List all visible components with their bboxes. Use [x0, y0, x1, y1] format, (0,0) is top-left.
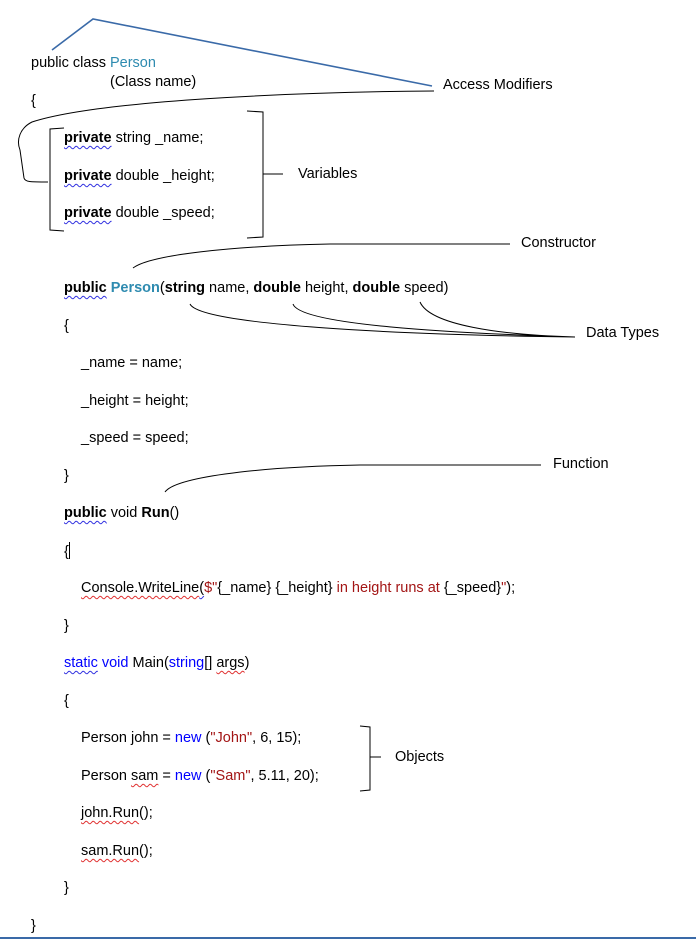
- param: name,: [205, 280, 254, 296]
- object-sam: Person sam = new ("Sam", 5.11, 20);: [81, 767, 319, 785]
- brackets: []: [204, 655, 217, 671]
- function-curve: [164, 464, 541, 493]
- method-call: Console.WriteLine: [81, 580, 200, 596]
- class-keywords: public class: [31, 55, 110, 71]
- text-cursor: [68, 542, 70, 559]
- brace[interactable]: {: [64, 542, 70, 561]
- assign-name: _name = name;: [81, 355, 183, 371]
- brace: }: [64, 618, 69, 634]
- variable-height: private double _height;: [64, 167, 215, 185]
- label-constructor: Constructor: [521, 235, 596, 251]
- data-type: double: [253, 280, 301, 296]
- data-type: string: [164, 280, 206, 296]
- constructor-name: Person: [110, 280, 160, 296]
- interp: {_name} {_height}: [217, 580, 333, 596]
- access-modifier: private: [64, 130, 112, 146]
- assign-speed: _speed = speed;: [81, 430, 189, 446]
- string-start: $": [204, 580, 218, 596]
- interp: {_speed}: [443, 580, 502, 596]
- class-name-note: (Class name): [110, 74, 197, 90]
- new-keyword: new: [174, 768, 202, 784]
- args: args: [216, 655, 245, 671]
- string-end: ": [501, 580, 507, 596]
- brace-char: {: [64, 544, 69, 560]
- decl: Person john =: [81, 730, 175, 746]
- access-modifier: private: [64, 168, 112, 184]
- paren: (: [159, 280, 165, 296]
- access-modifier: public: [64, 505, 107, 521]
- void-keyword: void: [97, 655, 133, 671]
- datatypes-curves: [189, 301, 576, 338]
- writeline-statement: Console.WriteLine($"{_name} {_height} in…: [81, 579, 515, 597]
- data-type: double: [352, 280, 401, 296]
- access-modifier: private: [64, 205, 112, 221]
- variable-decl: double _speed;: [111, 205, 215, 221]
- class-name: Person: [109, 55, 156, 71]
- access-modifier-curve: [18, 90, 435, 183]
- call-sam-run: sam.Run();: [81, 842, 153, 860]
- var: sam: [130, 768, 159, 784]
- brace: {: [31, 93, 36, 109]
- variable-speed: private double _speed;: [64, 204, 215, 222]
- brace: {: [64, 693, 69, 709]
- label-data-types: Data Types: [586, 325, 660, 341]
- main-signature: static void Main(string[] args): [64, 654, 249, 672]
- brace: }: [31, 918, 36, 934]
- eq: =: [158, 768, 175, 784]
- paren: (: [199, 580, 205, 596]
- assign-height: _height = height;: [81, 393, 189, 409]
- variable-decl: double _height;: [111, 168, 215, 184]
- string-text: in height runs at: [332, 580, 444, 596]
- static-keyword: static: [64, 655, 98, 671]
- label-objects: Objects: [395, 749, 445, 765]
- call: john.Run: [81, 805, 140, 821]
- paren: (): [169, 505, 180, 521]
- brace: {: [64, 318, 69, 334]
- param: height,: [300, 280, 353, 296]
- page-bottom-border: [0, 937, 696, 939]
- label-function: Function: [553, 456, 609, 472]
- constructor-signature: public Person(string name, double height…: [64, 279, 448, 297]
- args: , 6, 15);: [252, 730, 302, 746]
- paren: (: [201, 768, 211, 784]
- param: speed): [400, 280, 449, 296]
- variable-decl: string _name;: [111, 130, 204, 146]
- end: ();: [139, 805, 153, 821]
- paren: ): [244, 655, 250, 671]
- end: );: [506, 580, 516, 596]
- access-modifier-leader: [51, 18, 433, 87]
- class-declaration: public class Person: [31, 54, 156, 72]
- variable-name: private string _name;: [64, 129, 203, 147]
- paren: (: [201, 730, 211, 746]
- label-variables: Variables: [298, 166, 358, 182]
- main-name: Main(: [132, 655, 169, 671]
- call-john-run: john.Run();: [81, 804, 153, 822]
- access-modifier: public: [64, 280, 107, 296]
- new-keyword: new: [174, 730, 202, 746]
- brace: }: [64, 468, 69, 484]
- constructor-curve: [132, 243, 510, 269]
- brace: }: [64, 880, 69, 896]
- function-name: Run: [141, 505, 170, 521]
- call: sam.Run: [81, 843, 140, 859]
- variables-bracket-left: [49, 127, 65, 232]
- string: "John": [210, 730, 253, 746]
- label-access-modifiers: Access Modifiers: [443, 77, 553, 93]
- decl: Person: [81, 768, 131, 784]
- run-signature: public void Run(): [64, 504, 179, 522]
- data-type: string: [168, 655, 205, 671]
- args: , 5.11, 20);: [250, 768, 319, 784]
- string: "Sam": [210, 768, 251, 784]
- object-john: Person john = new ("John", 6, 15);: [81, 729, 301, 747]
- variables-brace-right: [246, 110, 283, 239]
- objects-bracket: [359, 725, 381, 792]
- end: ();: [139, 843, 153, 859]
- return-type: void: [106, 505, 142, 521]
